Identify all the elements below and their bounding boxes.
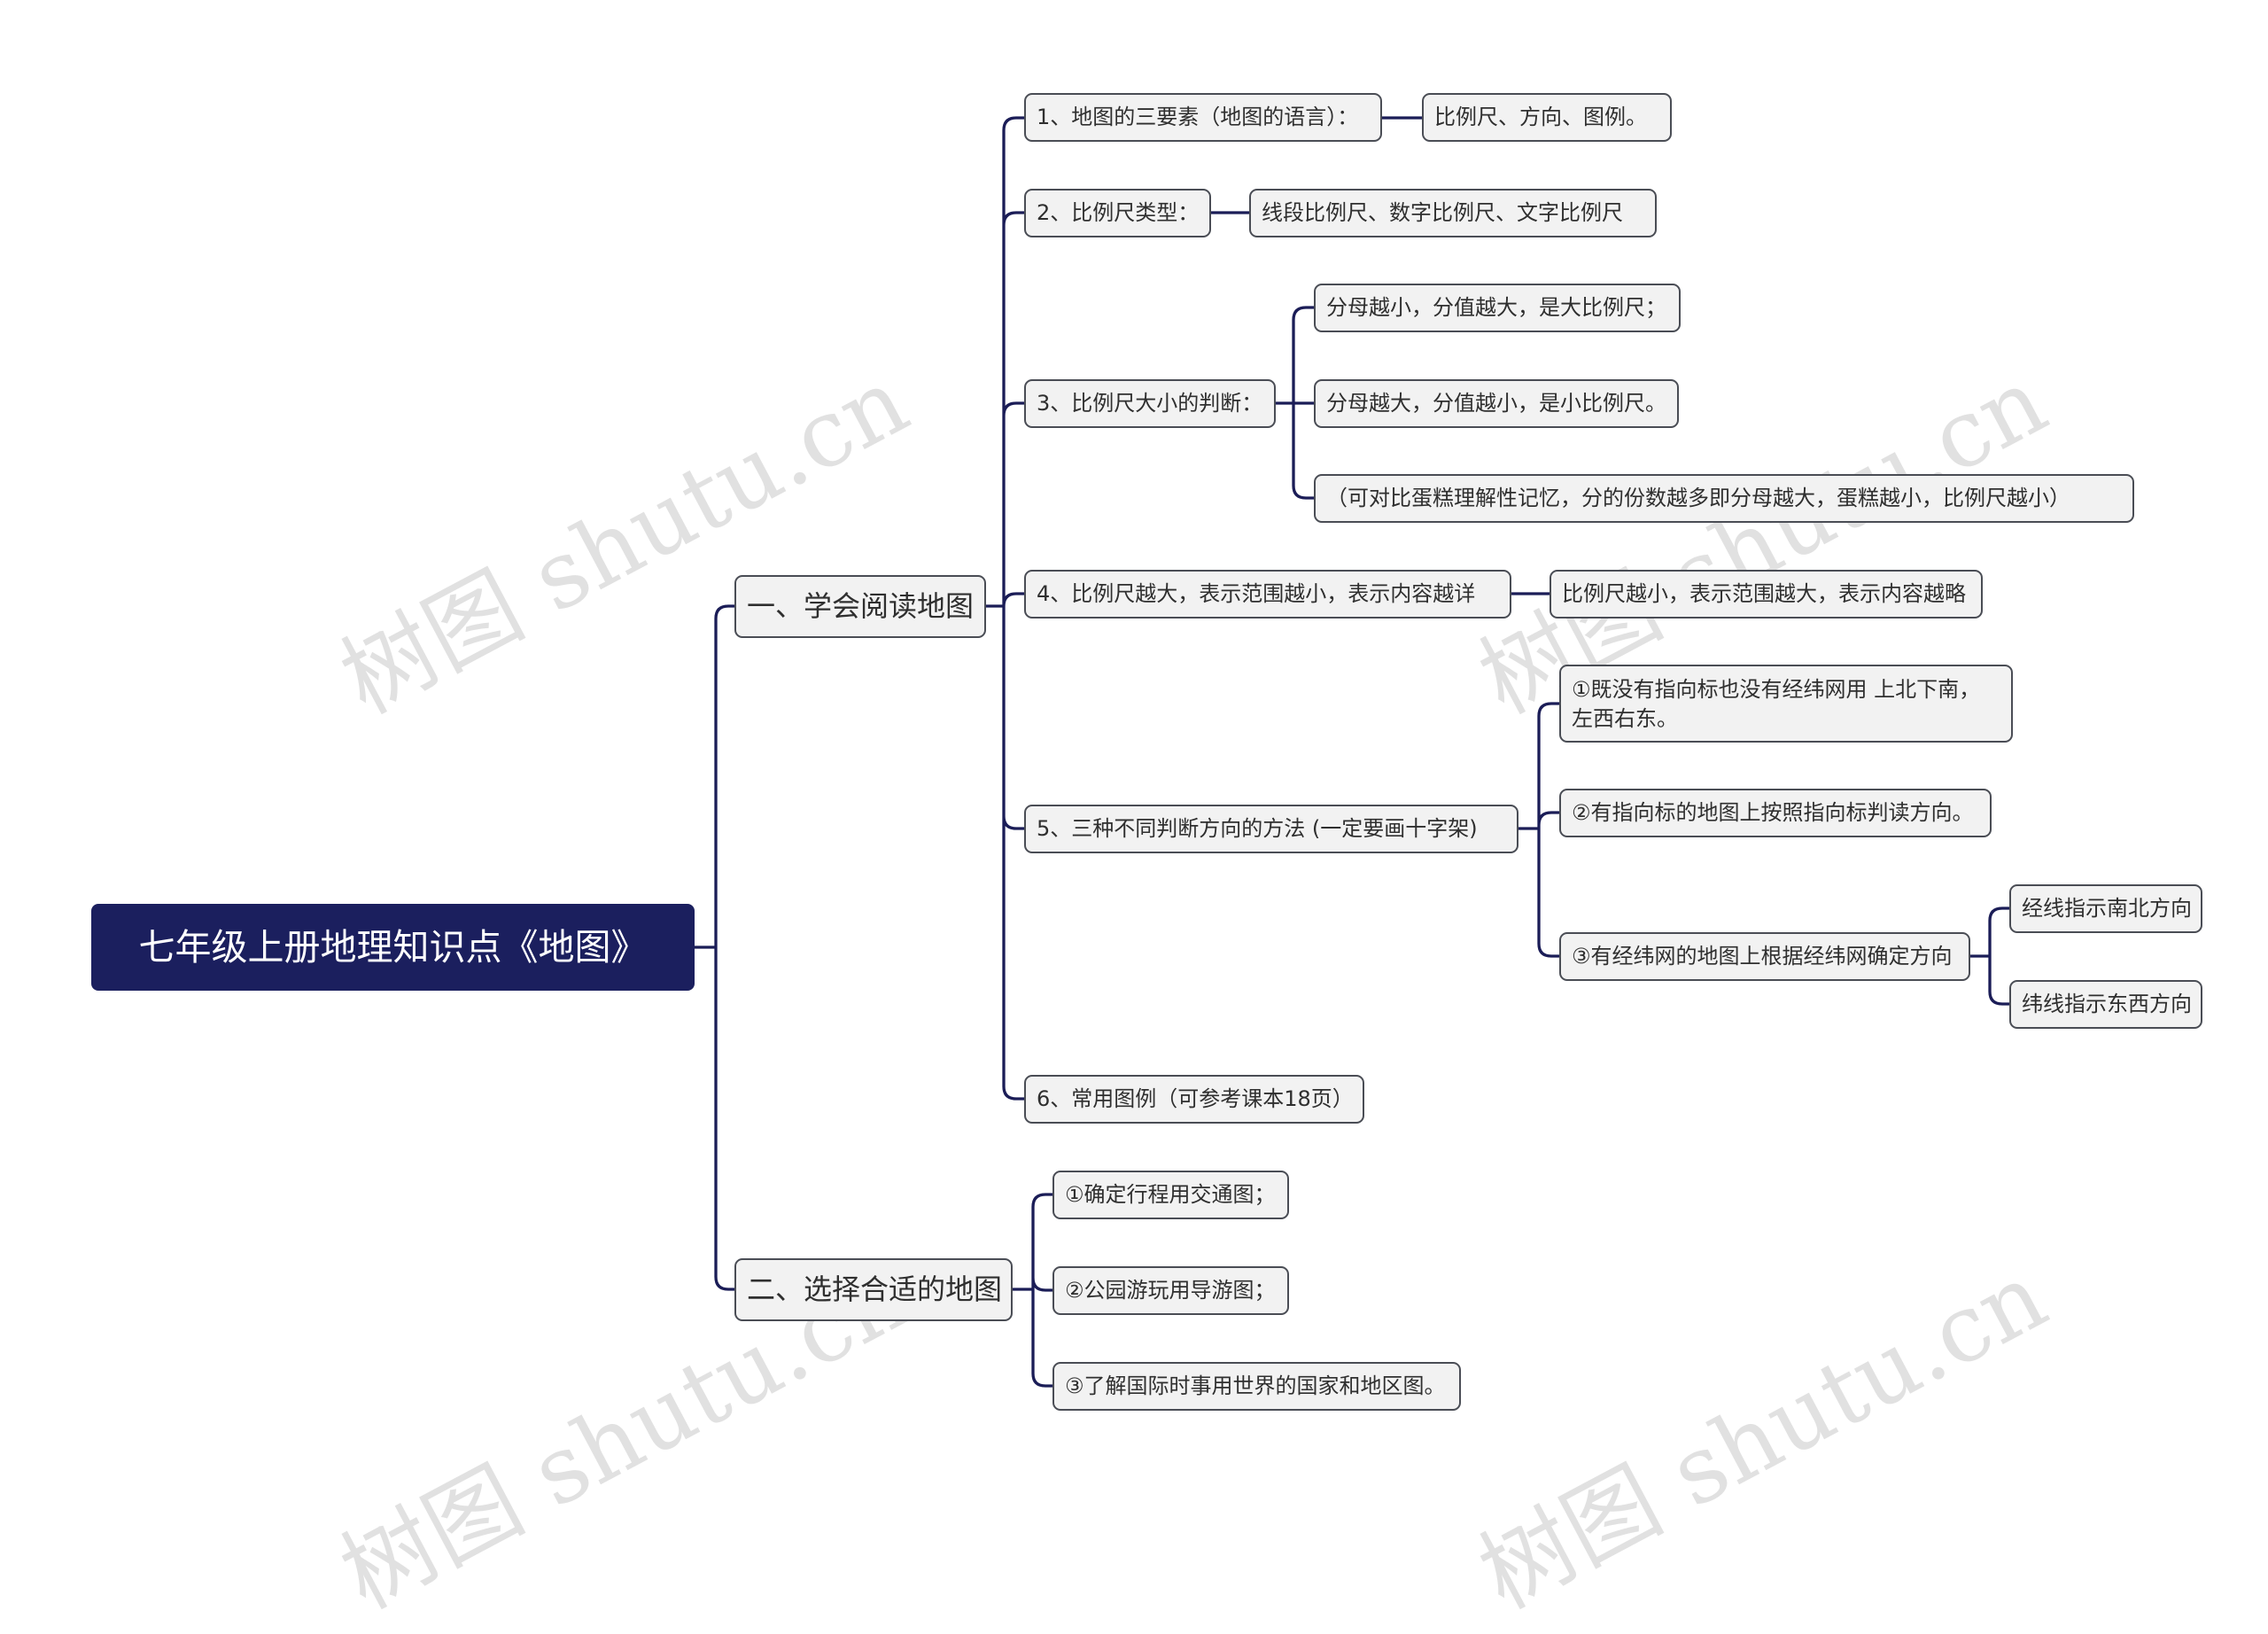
branch2-connector	[1011, 1193, 1054, 1388]
detail-parallel[interactable]: 纬线指示东西方向	[2009, 980, 2202, 1029]
branch-read-map[interactable]: 一、学会阅读地图	[734, 575, 986, 638]
detail-map-elements[interactable]: 比例尺、方向、图例。	[1422, 93, 1672, 142]
detail-meridian[interactable]: 经线指示南北方向	[2009, 884, 2202, 933]
detail-direction-graticule[interactable]: ③有经纬网的地图上根据经纬网确定方向	[1559, 932, 1970, 981]
branch-choose-map[interactable]: 二、选择合适的地图	[734, 1258, 1013, 1321]
direction-connector	[1517, 702, 1561, 958]
detail-large-scale[interactable]: 分母越小，分值越大，是大比例尺；	[1314, 284, 1681, 332]
detail-small-scale[interactable]: 分母越大，分值越小，是小比例尺。	[1314, 379, 1679, 428]
graticule-connector	[1969, 906, 2011, 1006]
detail-direction-default[interactable]: ①既没有指向标也没有经纬网用 上北下南，左西右东。	[1559, 665, 2013, 743]
topic-legend[interactable]: 6、常用图例（可参考课本18页）	[1024, 1075, 1364, 1124]
topic-map-elements[interactable]: 1、地图的三要素（地图的语言）：	[1024, 93, 1382, 142]
topic-scale-types[interactable]: 2、比例尺类型：	[1024, 189, 1211, 237]
topic-direction-methods[interactable]: 5、三种不同判断方向的方法 (一定要画十字架)	[1024, 805, 1518, 853]
root-node[interactable]: 七年级上册地理知识点《地图》	[91, 904, 695, 991]
detail-scale-range[interactable]: 比例尺越小，表示范围越大，表示内容越略	[1550, 570, 1983, 619]
connector-lines	[693, 116, 2011, 1388]
item-traffic-map[interactable]: ①确定行程用交通图；	[1052, 1171, 1289, 1219]
detail-scale-types[interactable]: 线段比例尺、数字比例尺、文字比例尺	[1249, 189, 1657, 237]
root-connector	[693, 604, 736, 1291]
item-tour-map[interactable]: ②公园游玩用导游图；	[1052, 1266, 1289, 1315]
mind-map-canvas: 树图 shutu.cn 树图 shutu.cn 树图 shutu.cn 树图 s…	[91, 93, 2202, 1630]
topic-scale-range[interactable]: 4、比例尺越大，表示范围越小，表示内容越详	[1024, 570, 1511, 619]
detail-cake-analogy[interactable]: （可对比蛋糕理解性记忆，分的份数越多即分母越大，蛋糕越小，比例尺越小）	[1314, 474, 2134, 523]
scale-size-connector	[1274, 306, 1316, 500]
topic-scale-size[interactable]: 3、比例尺大小的判断：	[1024, 379, 1276, 428]
branch1-connector	[984, 116, 1026, 1101]
item-world-map[interactable]: ③了解国际时事用世界的国家和地区图。	[1052, 1362, 1461, 1411]
detail-direction-pointer[interactable]: ②有指向标的地图上按照指向标判读方向。	[1559, 789, 1992, 837]
